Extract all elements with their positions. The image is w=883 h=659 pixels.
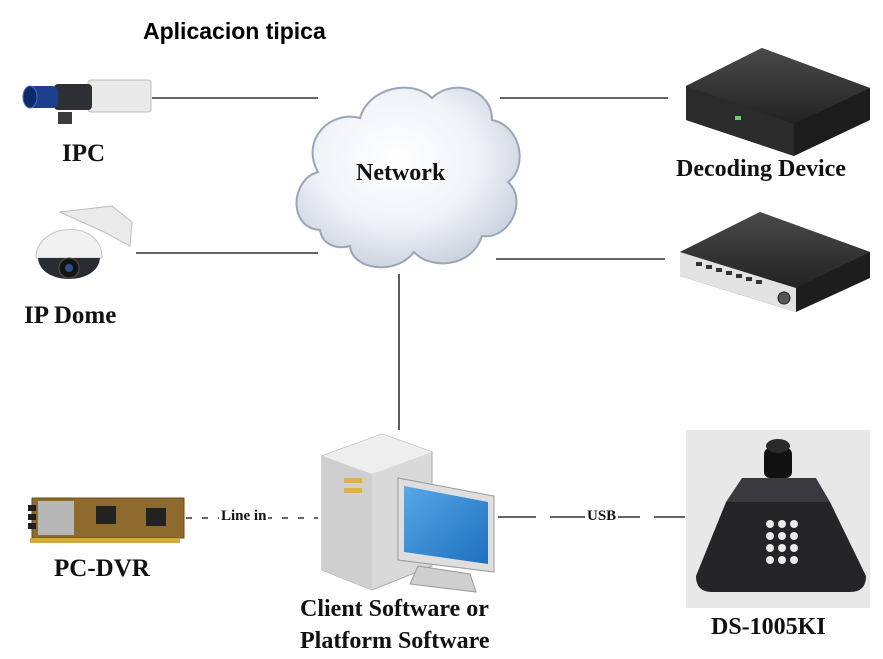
pc-dvr-label: PC-DVR — [54, 555, 150, 582]
client-software-label: Client Software or — [300, 596, 489, 622]
diagram-title: Aplicacion tipica — [143, 18, 326, 44]
network-label: Network — [356, 160, 446, 186]
ds-1005ki-label: DS-1005KI — [711, 614, 826, 640]
decoding-device-label: Decoding Device — [676, 156, 846, 182]
line-in-label: Line in — [219, 508, 269, 525]
ipc-label: IPC — [62, 140, 106, 167]
platform-software-label: Platform Software — [300, 628, 490, 654]
nvr-box-icon — [680, 212, 870, 312]
pc-workstation-icon — [321, 433, 495, 593]
ptz-keyboard-icon — [686, 430, 870, 608]
dome-camera-icon — [35, 205, 133, 279]
usb-label: USB — [585, 508, 619, 525]
decoder-box-icon — [686, 48, 870, 156]
capture-card-icon — [28, 497, 185, 543]
ip-dome-label: IP Dome — [24, 302, 117, 329]
network-cloud-icon — [295, 86, 521, 269]
box-camera-icon — [22, 79, 152, 124]
